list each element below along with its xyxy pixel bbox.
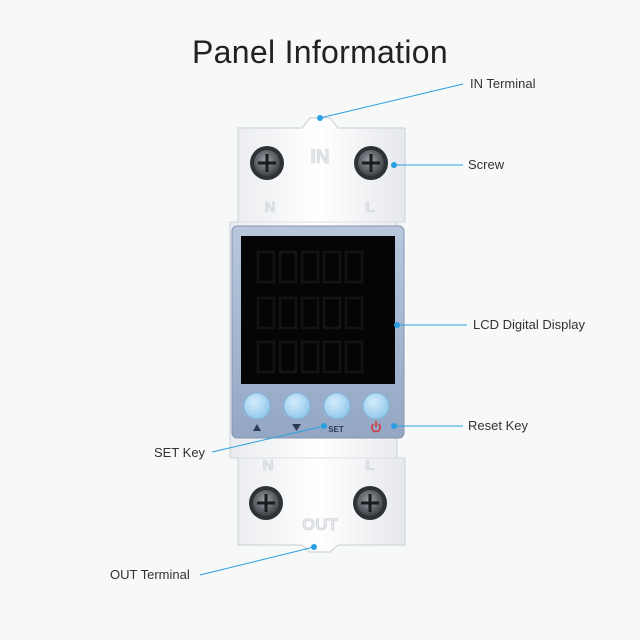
power-icon [371, 420, 381, 433]
screw-icon [250, 146, 284, 180]
bottom-left-embossed-letter: N [263, 457, 274, 474]
screw-icon [249, 486, 283, 520]
lcd-display-panel [231, 225, 405, 439]
lcd-display-label: LCD Digital Display [473, 317, 585, 332]
callout-dot-screw [391, 162, 397, 168]
top-right-embossed-letter: L [365, 199, 374, 216]
set-key-legend: SET [328, 425, 344, 434]
callout-line-out-terminal [199, 546, 315, 576]
top-left-embossed-letter: N [265, 199, 276, 216]
down-arrow-icon [292, 424, 301, 431]
in-terminal-embossed-text: IN [311, 147, 330, 168]
screw-icon [353, 486, 387, 520]
callout-dot-in-terminal [317, 115, 323, 121]
out-terminal-embossed-text: OUT [302, 515, 339, 534]
screw-icon [354, 146, 388, 180]
callout-dot-set-key [321, 423, 327, 429]
page-title: Panel Information [192, 34, 448, 70]
up-arrow-icon [253, 424, 261, 431]
callout-dot-lcd [394, 322, 400, 328]
callout-dot-reset-key [391, 423, 397, 429]
screw-label: Screw [468, 157, 505, 172]
out-terminal-label: OUT Terminal [110, 567, 190, 582]
callout-line-set-key [211, 425, 325, 453]
reset-key-label: Reset Key [468, 418, 528, 433]
callout-dot-out-terminal [311, 544, 317, 550]
set-key-button[interactable] [323, 392, 351, 420]
up-key-button[interactable] [243, 392, 271, 420]
set-key-label: SET Key [154, 445, 206, 460]
callout-lines [199, 83, 467, 576]
bottom-right-embossed-letter: L [365, 457, 374, 474]
reset-key-button[interactable] [362, 392, 390, 420]
in-terminal-label: IN Terminal [470, 76, 536, 91]
callout-line-in-terminal [319, 83, 464, 119]
callout-dots [311, 115, 400, 550]
down-key-button[interactable] [283, 392, 311, 420]
